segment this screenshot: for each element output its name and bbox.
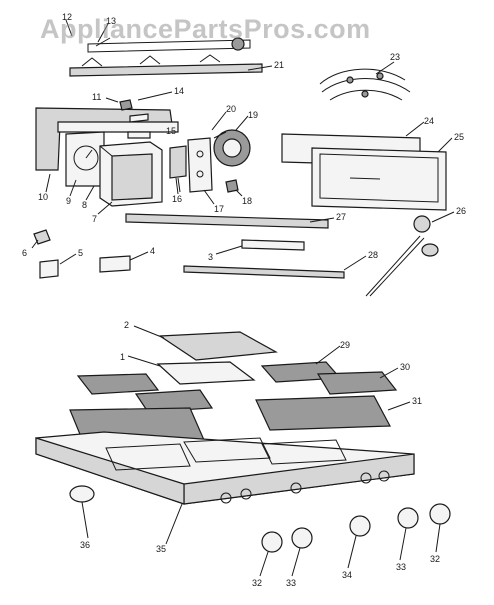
rails — [125, 213, 345, 279]
callout-leaders — [31, 19, 455, 577]
cooktop — [35, 431, 415, 505]
callout-23: 23 — [390, 52, 400, 62]
callout-34: 34 — [342, 570, 352, 580]
callout-28: 28 — [368, 250, 378, 260]
callout-24: 24 — [424, 116, 434, 126]
callout-16: 16 — [172, 194, 182, 204]
callout-21: 21 — [274, 60, 284, 70]
callout-1: 1 — [120, 352, 125, 362]
callout-9: 9 — [66, 196, 71, 206]
callout-11: 11 — [92, 92, 101, 102]
control-panel-parts — [35, 99, 179, 187]
callout-31: 31 — [412, 396, 422, 406]
burner-grates — [69, 331, 398, 445]
brackets — [33, 229, 131, 279]
callout-19: 19 — [248, 110, 258, 120]
callout-18: 18 — [242, 196, 252, 206]
callout-17: 17 — [214, 204, 224, 214]
callout-25: 25 — [454, 132, 464, 142]
backguard-panels — [281, 133, 447, 211]
manifold-assembly — [69, 37, 263, 77]
callout-7: 7 — [92, 214, 97, 224]
knobs — [69, 485, 451, 553]
callout-32-left: 32 — [252, 578, 262, 588]
callout-10: 10 — [38, 192, 48, 202]
callout-32-right: 32 — [430, 554, 440, 564]
callout-33-left: 33 — [286, 578, 296, 588]
wiring-harness — [319, 68, 411, 101]
callout-36: 36 — [80, 540, 90, 550]
callout-3: 3 — [208, 252, 213, 262]
callout-15: 15 — [166, 126, 176, 136]
callout-35: 35 — [156, 544, 166, 554]
callout-4: 4 — [150, 246, 155, 256]
callout-numbers: 12 13 21 23 11 14 20 19 24 25 15 10 9 8 … — [22, 12, 466, 588]
callout-6: 6 — [22, 248, 27, 258]
callout-14: 14 — [174, 86, 184, 96]
callout-29: 29 — [340, 340, 350, 350]
callout-13: 13 — [106, 16, 116, 26]
callout-5: 5 — [78, 248, 83, 258]
callout-33-right: 33 — [396, 562, 406, 572]
callout-2: 2 — [124, 320, 129, 330]
callout-26: 26 — [456, 206, 466, 216]
valve-parts — [169, 129, 251, 193]
callout-20: 20 — [226, 104, 236, 114]
callout-8: 8 — [82, 200, 87, 210]
callout-12: 12 — [62, 12, 72, 22]
clock-housing — [99, 141, 163, 207]
igniter-rod — [365, 215, 439, 297]
callout-27: 27 — [336, 212, 346, 222]
callout-30: 30 — [400, 362, 410, 372]
